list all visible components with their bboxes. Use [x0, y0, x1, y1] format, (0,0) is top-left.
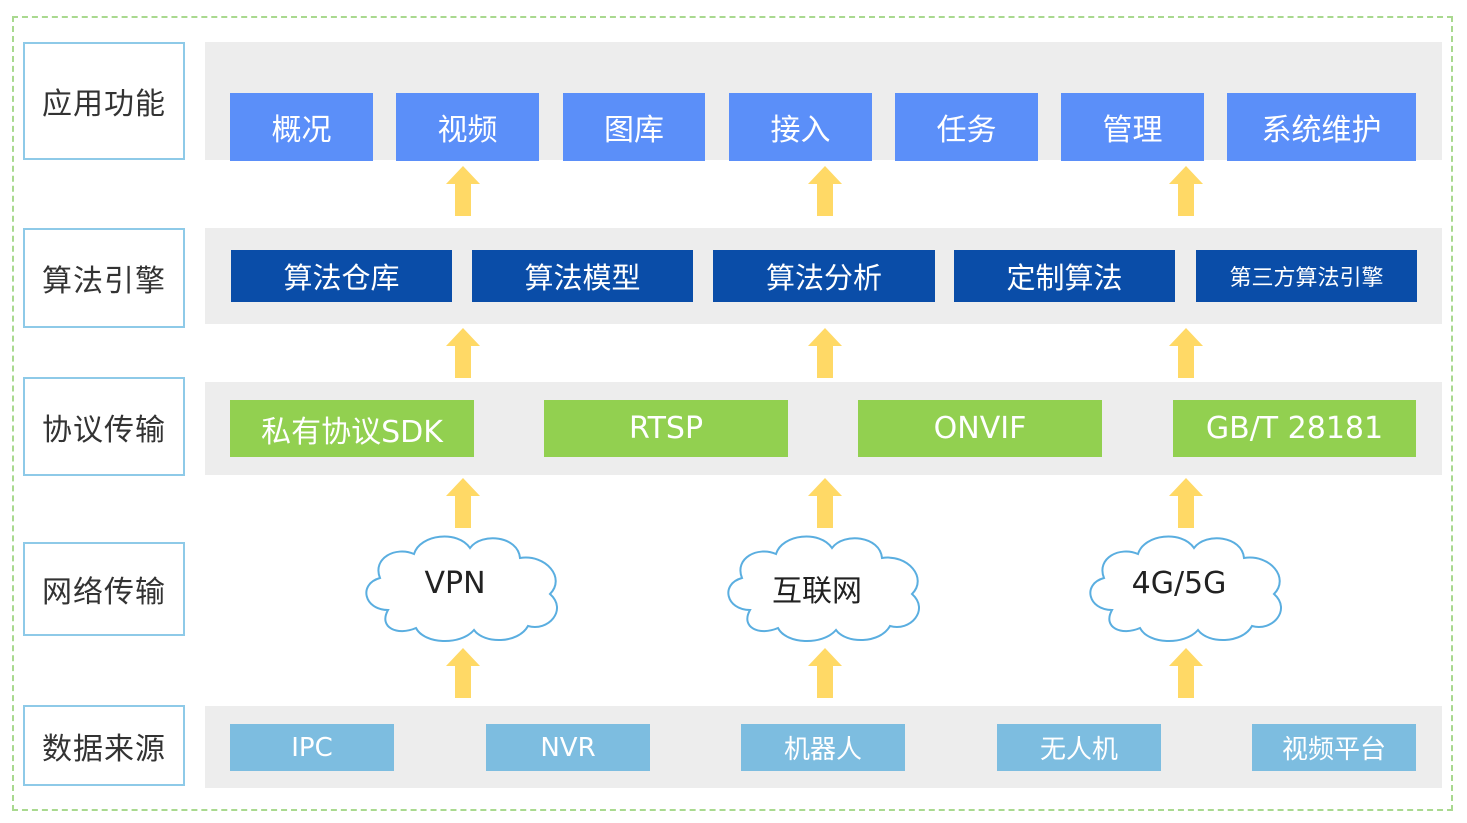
cloud-icon — [727, 535, 920, 643]
up-arrow-icon — [1169, 648, 1203, 698]
outer-frame — [12, 16, 1453, 811]
algo-item-custom: 定制算法 — [954, 250, 1175, 302]
up-arrow-icon — [1169, 166, 1203, 216]
protocol-item-sdk: 私有协议SDK — [230, 400, 474, 457]
app-panel: 概况 视频 图库 接入 任务 管理 系统维护 — [205, 42, 1442, 161]
up-arrow-icon — [808, 166, 842, 216]
source-item-robot: 机器人 — [741, 724, 905, 771]
protocol-item-onvif: ONVIF — [858, 400, 1102, 457]
up-arrow-icon — [1169, 478, 1203, 528]
protocol-panel: 私有协议SDK RTSP ONVIF GB/T 28181 — [205, 382, 1442, 475]
network-item-internet: 互联网 — [772, 574, 862, 609]
app-item-gallery: 图库 — [563, 93, 705, 161]
app-item-maintenance: 系统维护 — [1227, 93, 1416, 161]
protocol-item-rtsp: RTSP — [544, 400, 788, 457]
algo-item-repository: 算法仓库 — [231, 250, 452, 302]
layer-label-network: 网络传输 — [23, 542, 185, 636]
network-item-vpn: VPN — [424, 566, 486, 601]
up-arrow-icon — [1169, 328, 1203, 378]
layer-label-protocol: 协议传输 — [23, 377, 185, 476]
up-arrow-icon — [808, 328, 842, 378]
up-arrow-icon — [808, 478, 842, 528]
network-item-4g5g: 4G/5G — [1131, 566, 1227, 601]
layer-label-source: 数据来源 — [23, 705, 185, 786]
algo-item-third-party: 第三方算法引擎 — [1196, 250, 1417, 302]
up-arrow-icon — [446, 478, 480, 528]
app-item-access: 接入 — [729, 93, 872, 161]
up-arrow-icon — [808, 648, 842, 698]
algo-item-analysis: 算法分析 — [713, 250, 935, 302]
algo-panel: 算法仓库 算法模型 算法分析 定制算法 第三方算法引擎 — [205, 228, 1442, 324]
app-item-manage: 管理 — [1061, 93, 1204, 161]
protocol-item-gbt28181: GB/T 28181 — [1173, 400, 1416, 457]
cloud-icon — [365, 535, 558, 643]
source-item-ipc: IPC — [230, 724, 394, 771]
algo-item-model: 算法模型 — [472, 250, 693, 302]
source-panel: IPC NVR 机器人 无人机 视频平台 — [205, 706, 1442, 788]
app-item-task: 任务 — [895, 93, 1038, 161]
app-item-video: 视频 — [396, 93, 539, 161]
source-item-nvr: NVR — [486, 724, 650, 771]
layer-label-algo: 算法引擎 — [23, 228, 185, 328]
up-arrow-icon — [446, 328, 480, 378]
up-arrow-icon — [446, 648, 480, 698]
source-item-drone: 无人机 — [997, 724, 1161, 771]
app-item-overview: 概况 — [230, 93, 373, 161]
source-item-video-platform: 视频平台 — [1252, 724, 1416, 771]
cloud-icon — [1089, 535, 1282, 643]
up-arrow-icon — [446, 166, 480, 216]
layer-label-app: 应用功能 — [23, 42, 185, 160]
